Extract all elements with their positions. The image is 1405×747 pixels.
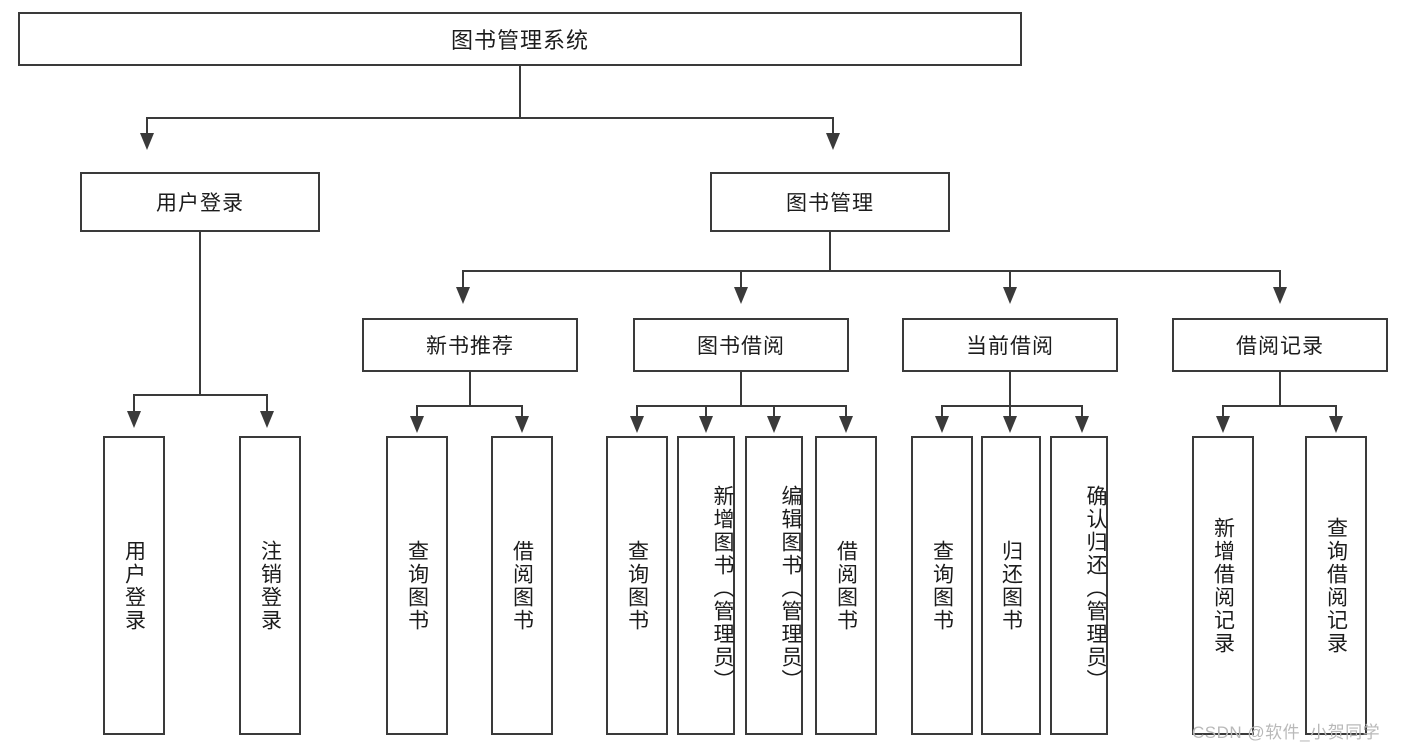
node-label: 图书管理 (786, 192, 874, 215)
node-label: 用户登录 (156, 192, 244, 215)
node-label: 图书借阅 (697, 335, 785, 358)
node-label: 借阅图书 (834, 539, 858, 632)
node-book-manage[interactable]: 图书管理 (710, 172, 950, 232)
leaf-user-login[interactable]: 用户登录 (103, 436, 165, 735)
leaf-query-book-2[interactable]: 查询图书 (606, 436, 668, 735)
edge-cb-bus (941, 405, 1083, 407)
leaf-borrow-book-1[interactable]: 借阅图书 (491, 436, 553, 735)
node-label: 确认归还（管理员） (1084, 485, 1107, 692)
edge-book-manage-stem (829, 232, 831, 271)
arrow-to-leaf-user-login (127, 411, 141, 428)
edge-user-login-drop-2 (266, 394, 268, 414)
node-current-borrow[interactable]: 当前借阅 (902, 318, 1118, 372)
node-label: 图书管理系统 (450, 28, 589, 53)
edge-root-to-user-login (146, 117, 148, 136)
csdn-watermark: CSDN @软件_小贺同学 (1192, 723, 1381, 742)
node-label: 借阅图书 (510, 539, 534, 632)
node-label: 用户登录 (122, 539, 146, 632)
node-label: 当前借阅 (966, 335, 1054, 358)
edge-user-login-bus (133, 394, 267, 396)
edge-user-login-drop-1 (133, 394, 135, 414)
arrow-to-leaf-add-book (699, 416, 713, 433)
node-new-book-rec[interactable]: 新书推荐 (362, 318, 578, 372)
leaf-return-book[interactable]: 归还图书 (981, 436, 1041, 735)
leaf-borrow-book-2[interactable]: 借阅图书 (815, 436, 877, 735)
arrow-to-leaf-add-record (1216, 416, 1230, 433)
node-borrow-record[interactable]: 借阅记录 (1172, 318, 1388, 372)
edge-bm-drop-2 (740, 270, 742, 290)
arrow-to-leaf-query-record (1329, 416, 1343, 433)
edge-br-bus (1222, 405, 1337, 407)
node-label: 注销登录 (258, 539, 282, 632)
edge-cb-drop-3 (1081, 405, 1083, 419)
edge-bb-drop-3 (773, 405, 775, 419)
arrow-to-leaf-borrow-book-1 (515, 416, 529, 433)
node-label: 查询借阅记录 (1324, 516, 1348, 655)
arrow-to-book-manage (826, 133, 840, 150)
arrow-to-leaf-query-book-2 (630, 416, 644, 433)
arrow-to-leaf-confirm-return (1075, 416, 1089, 433)
node-user-login[interactable]: 用户登录 (80, 172, 320, 232)
edge-bm-drop-4 (1279, 270, 1281, 290)
edge-bm-drop-3 (1009, 270, 1011, 290)
edge-user-login-stem (199, 232, 201, 395)
edge-bm-drop-1 (462, 270, 464, 290)
node-label: 新增借阅记录 (1211, 516, 1235, 655)
edge-bb-bus (636, 405, 847, 407)
leaf-user-logout[interactable]: 注销登录 (239, 436, 301, 735)
arrow-to-leaf-query-book-3 (935, 416, 949, 433)
edge-nbr-bus (416, 405, 523, 407)
leaf-query-book-3[interactable]: 查询图书 (911, 436, 973, 735)
edge-br-stem (1279, 372, 1281, 406)
arrow-to-book-borrow (734, 287, 748, 304)
edge-nbr-drop-1 (416, 405, 418, 419)
arrow-to-leaf-borrow-book-2 (839, 416, 853, 433)
edge-nbr-stem (469, 372, 471, 406)
node-label: 归还图书 (999, 539, 1023, 632)
edge-bb-drop-2 (705, 405, 707, 419)
arrow-to-leaf-edit-book (767, 416, 781, 433)
leaf-query-book-1[interactable]: 查询图书 (386, 436, 448, 735)
leaf-add-book[interactable]: 新增图书（管理员） (677, 436, 735, 735)
node-root-system[interactable]: 图书管理系统 (18, 12, 1022, 66)
leaf-query-record[interactable]: 查询借阅记录 (1305, 436, 1367, 735)
edge-br-drop-1 (1222, 405, 1224, 419)
arrow-to-leaf-query-book-1 (410, 416, 424, 433)
edge-br-drop-2 (1335, 405, 1337, 419)
arrow-to-borrow-record (1273, 287, 1287, 304)
edge-nbr-drop-2 (521, 405, 523, 419)
edge-cb-drop-1 (941, 405, 943, 419)
arrow-to-leaf-user-logout (260, 411, 274, 428)
node-label: 查询图书 (625, 539, 649, 632)
node-label: 查询图书 (405, 539, 429, 632)
arrow-to-leaf-return-book (1003, 416, 1017, 433)
edge-bb-drop-1 (636, 405, 638, 419)
leaf-confirm-return[interactable]: 确认归还（管理员） (1050, 436, 1108, 735)
node-label: 新增图书（管理员） (711, 485, 734, 692)
edge-bb-stem (740, 372, 742, 406)
edge-cb-stem (1009, 372, 1011, 406)
node-book-borrow[interactable]: 图书借阅 (633, 318, 849, 372)
arrow-to-user-login (140, 133, 154, 150)
node-label: 编辑图书（管理员） (779, 485, 802, 692)
node-label: 新书推荐 (426, 335, 514, 358)
node-label: 查询图书 (930, 539, 954, 632)
leaf-edit-book[interactable]: 编辑图书（管理员） (745, 436, 803, 735)
edge-root-bus (146, 117, 834, 119)
edge-root-to-book-manage (832, 117, 834, 136)
node-label: 借阅记录 (1236, 335, 1324, 358)
arrow-to-current-borrow (1003, 287, 1017, 304)
leaf-add-record[interactable]: 新增借阅记录 (1192, 436, 1254, 735)
edge-root-stem (519, 66, 521, 118)
edge-bb-drop-4 (845, 405, 847, 419)
edge-book-manage-bus (462, 270, 1280, 272)
arrow-to-new-book-rec (456, 287, 470, 304)
edge-cb-drop-2 (1009, 405, 1011, 419)
